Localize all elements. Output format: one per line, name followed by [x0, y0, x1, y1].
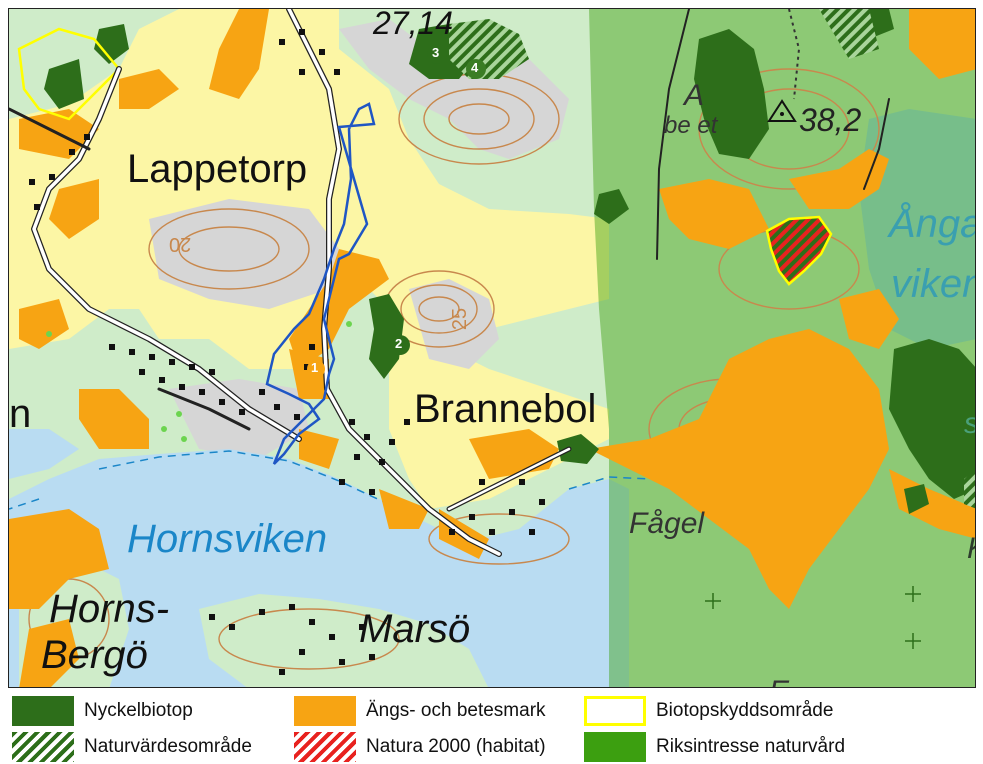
marker-3-label: 3 [432, 45, 440, 60]
contour-label-20: 20 [169, 233, 192, 255]
legend-item-natura2000: Natura 2000 (habitat) [294, 730, 546, 764]
place-fragment-berget: be et [664, 112, 718, 139]
legend-label: Nyckelbiotop [84, 700, 193, 721]
legend-label: Biotopskyddsområde [656, 700, 834, 721]
urban-area-3 [169, 379, 309, 459]
legend-swatch-riksintresse [584, 732, 646, 762]
green-dots [46, 321, 352, 442]
legend-item-biotopskydd: Biotopskyddsområde [584, 694, 833, 728]
water-hornsviken-label: Hornsviken [127, 517, 328, 561]
place-marso: Marsö [359, 607, 471, 651]
legend-label: Ängs- och betesmark [366, 700, 546, 721]
water-angaviken-1: Ånga [889, 202, 976, 246]
place-bergo: Bergö [41, 633, 148, 677]
marsh-symbols [705, 586, 921, 649]
water-angaviken [859, 109, 975, 349]
map-canvas[interactable] [9, 9, 976, 688]
open-land-2 [389, 329, 609, 509]
legend-item-naturvarde: Naturvärdesområde [12, 730, 252, 764]
boundary-line [265, 102, 376, 465]
contour-label-25: 25 [449, 307, 472, 331]
buildings [29, 29, 545, 675]
height-38: 38,2 [799, 102, 862, 138]
marker-4-label: 4 [471, 60, 479, 75]
legend-label: Natura 2000 (habitat) [366, 736, 546, 757]
legend-item-angs-betesmark: Ängs- och betesmark [294, 694, 546, 728]
roads [9, 9, 890, 557]
legend-swatch-biotopskydd [584, 696, 646, 726]
legend-swatch-angs-betesmark [294, 696, 356, 726]
urban-area-2 [149, 199, 339, 309]
place-fragment-a: A [684, 79, 705, 112]
place-fagel: Fågel [629, 507, 705, 540]
dashed-shoreline [9, 450, 650, 510]
map-legend: Nyckelbiotop Ängs- och betesmark Biotops… [0, 690, 983, 764]
summit-triangle [767, 99, 797, 122]
marker-1[interactable] [307, 360, 325, 378]
biotope-protection-area [17, 27, 121, 121]
height-27: 27,14 [373, 8, 454, 41]
legend-swatch-naturvarde [12, 732, 74, 762]
legend-label: Naturvärdesområde [84, 736, 252, 757]
legend-item-riksintresse: Riksintresse naturvård [584, 730, 845, 764]
map-view[interactable]: 1 2 3 4 Lappetorp Brannebol Marsö Horns-… [8, 8, 976, 688]
natura-2000-area [765, 215, 833, 286]
marker-1-label: 1 [311, 360, 319, 375]
water-angaviken-2: viken [891, 262, 976, 306]
marker-2[interactable] [390, 335, 410, 355]
place-fragment-n: n [9, 392, 32, 436]
place-fragment-e: E [769, 677, 789, 688]
place-fragment-k: K [967, 534, 975, 564]
place-brannebol: Brannebol [414, 387, 597, 431]
marker-2-label: 2 [395, 336, 403, 351]
marker-3[interactable] [427, 44, 447, 64]
water-bay-north [9, 429, 79, 479]
legend-item-nyckelbiotop: Nyckelbiotop [12, 694, 193, 728]
legend-label: Riksintresse naturvård [656, 736, 846, 757]
place-horns: Horns- [49, 587, 170, 631]
place-lappetorp: Lappetorp [127, 147, 308, 191]
water-hornsviken [9, 449, 629, 687]
key-biotopes [44, 9, 975, 514]
legend-swatch-natura2000 [294, 732, 356, 762]
legend-swatch-nyckelbiotop [12, 696, 74, 726]
place-fragment-s: s [964, 409, 975, 439]
island-marso [199, 594, 488, 687]
marker-4[interactable] [466, 59, 486, 79]
